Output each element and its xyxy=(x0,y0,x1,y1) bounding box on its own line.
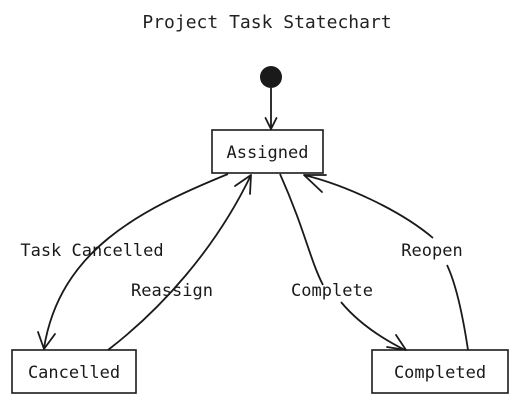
state-cancelled-box xyxy=(11,349,137,394)
state-completed-box xyxy=(371,349,509,394)
transition-complete-edge-lower xyxy=(340,301,406,351)
transition-complete-edge-upper xyxy=(279,173,324,286)
state-completed-label: Completed xyxy=(394,363,486,383)
transition-reassign-edge xyxy=(107,174,252,351)
diagram-title: Project Task Statechart xyxy=(142,12,391,33)
transition-reassign[interactable]: Reassign xyxy=(107,174,252,351)
state-assigned-label: Assigned xyxy=(227,143,309,163)
state-cancelled-label: Cancelled xyxy=(28,363,120,383)
transition-task-cancelled-arrowhead xyxy=(37,331,56,350)
state-assigned-box xyxy=(211,129,324,174)
initial-transition-arrowhead xyxy=(264,117,278,130)
initial-state-node[interactable] xyxy=(260,66,282,88)
transition-task-cancelled-label: Task Cancelled xyxy=(20,241,163,261)
transition-reopen-arrowhead xyxy=(303,174,327,193)
transition-reopen-edge-lower xyxy=(446,264,469,351)
state-cancelled[interactable]: Cancelled xyxy=(11,349,137,394)
transition-reopen-label: Reopen xyxy=(401,241,462,261)
state-completed[interactable]: Completed xyxy=(371,349,509,394)
transition-complete-arrowhead xyxy=(386,334,407,351)
transition-reopen-edge-upper xyxy=(303,174,434,239)
transition-task-cancelled-edge xyxy=(43,173,229,349)
state-assigned[interactable]: Assigned xyxy=(211,129,324,174)
transition-reassign-arrowhead xyxy=(234,174,252,195)
transition-reassign-label: Reassign xyxy=(131,281,213,301)
transition-complete-label: Complete xyxy=(291,281,373,301)
transition-reopen[interactable]: Reopen xyxy=(303,174,469,351)
transition-complete[interactable]: Complete xyxy=(279,173,407,351)
transition-task-cancelled[interactable]: Task Cancelled xyxy=(20,173,229,350)
